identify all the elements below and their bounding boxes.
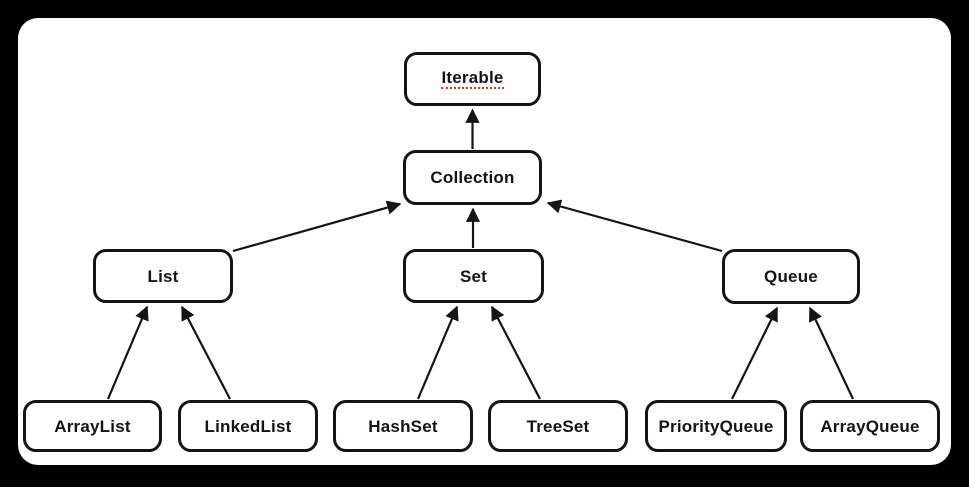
node-queue[interactable]: Queue [722, 249, 860, 304]
node-hashset[interactable]: HashSet [333, 400, 473, 452]
node-priorityqueue[interactable]: PriorityQueue [645, 400, 787, 452]
node-iterable-label: Iterable [441, 68, 504, 89]
node-priorityqueue-label: PriorityQueue [658, 416, 774, 436]
node-collection[interactable]: Collection [403, 150, 542, 205]
node-arrayqueue-label: ArrayQueue [820, 416, 920, 436]
node-list[interactable]: List [93, 249, 233, 303]
node-treeset[interactable]: TreeSet [488, 400, 628, 452]
node-set-label: Set [459, 266, 488, 286]
node-set[interactable]: Set [403, 249, 544, 303]
node-iterable[interactable]: Iterable [404, 52, 541, 106]
node-linkedlist-label: LinkedList [204, 416, 292, 436]
node-arraylist[interactable]: ArrayList [23, 400, 162, 452]
node-list-label: List [147, 266, 179, 286]
node-linkedlist[interactable]: LinkedList [178, 400, 318, 452]
node-arraylist-label: ArrayList [54, 416, 131, 436]
node-queue-label: Queue [764, 267, 818, 286]
node-hashset-label: HashSet [368, 416, 438, 436]
node-arrayqueue[interactable]: ArrayQueue [800, 400, 940, 452]
node-collection-label: Collection [430, 168, 515, 187]
node-treeset-label: TreeSet [526, 416, 590, 436]
